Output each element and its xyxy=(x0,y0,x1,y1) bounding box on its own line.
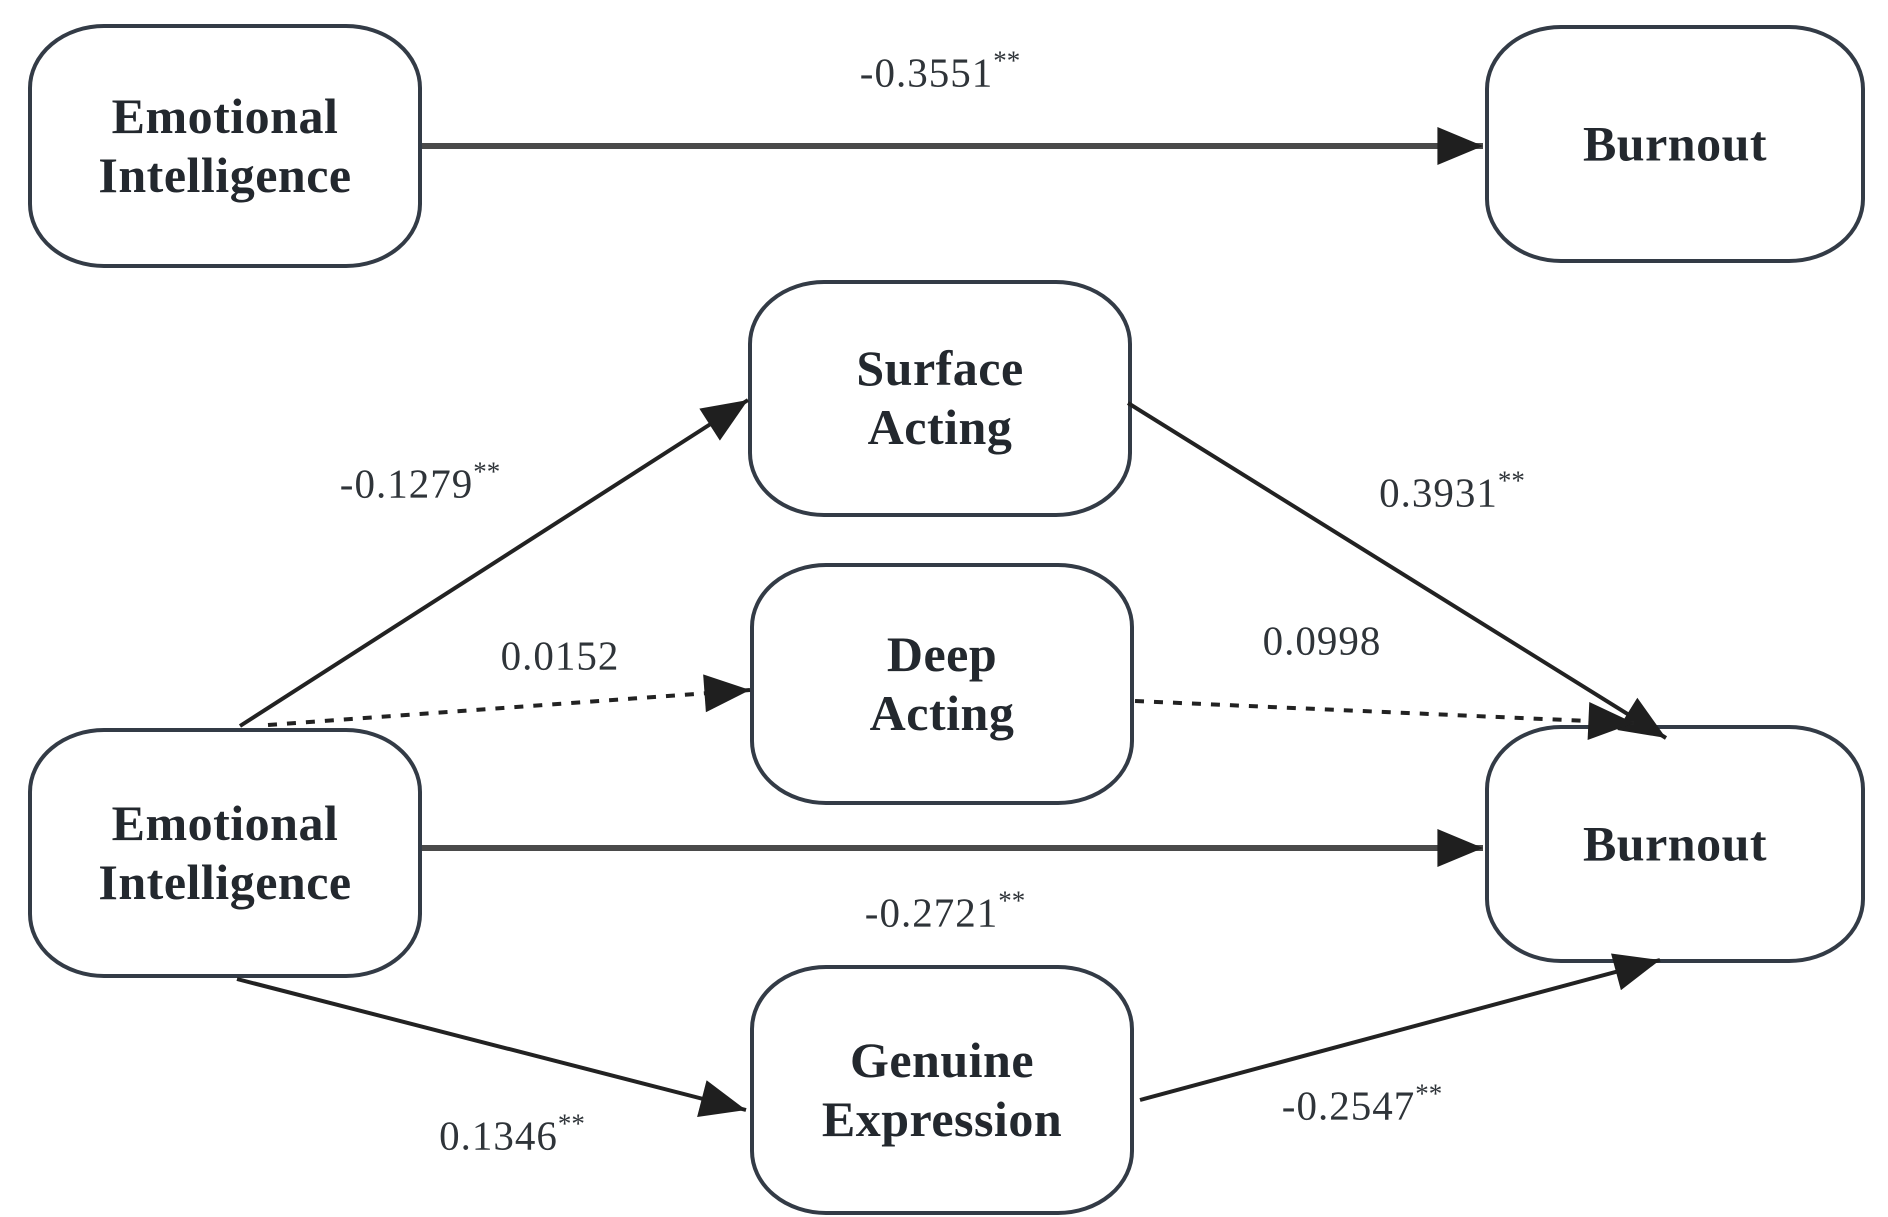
coef-genuine-burnout: -0.2547** xyxy=(1281,1078,1443,1130)
coef-ei-genuine-stars: ** xyxy=(557,1108,585,1139)
coef-ei-burnout-direct: -0.2721** xyxy=(864,885,1026,937)
path-deep-acting-to-burnout-dashed xyxy=(1134,699,1635,740)
coef-surface-burnout-value: 0.3931 xyxy=(1379,469,1498,516)
coef-surface-burnout: 0.3931** xyxy=(1379,465,1525,517)
node-label-ei-bottom: Emotional Intelligence xyxy=(98,795,352,910)
path-genuine-expression-to-burnout xyxy=(1139,953,1661,1102)
coef-ei-burnout-total-value: -0.3551 xyxy=(859,49,994,96)
path-surface-acting-to-burnout xyxy=(1126,401,1668,740)
node-box-genuine-expression xyxy=(750,965,1134,1215)
coef-genuine-burnout-value: -0.2547 xyxy=(1281,1082,1416,1129)
coef-deep-burnout: 0.0998 xyxy=(1263,616,1382,665)
node-label-deep-acting: Deep Acting xyxy=(869,626,1015,741)
node-box-surface-acting xyxy=(748,280,1132,517)
path-ei-to-genuine-expression xyxy=(236,977,747,1118)
coef-ei-burnout-total-stars: ** xyxy=(993,45,1021,76)
coef-ei-deep-value: 0.0152 xyxy=(500,632,620,679)
coef-ei-surface: -0.1279** xyxy=(339,456,501,508)
coef-ei-genuine-value: 0.1346 xyxy=(439,1112,558,1159)
node-label-ei-top: Emotional Intelligence xyxy=(98,88,352,203)
node-box-ei-top xyxy=(28,24,422,268)
node-label-burnout-top: Burnout xyxy=(1582,115,1768,172)
node-label-genuine-expression: Genuine Expression xyxy=(821,1032,1063,1147)
path-ei-to-surface-acting xyxy=(238,398,750,728)
coef-ei-surface-value: -0.1279 xyxy=(339,460,474,507)
node-label-surface-acting: Surface Acting xyxy=(856,340,1024,455)
node-box-burnout-top xyxy=(1485,25,1865,263)
coef-deep-burnout-value: 0.0998 xyxy=(1262,617,1382,664)
path-ei-to-deep-acting-dashed xyxy=(267,674,751,727)
node-box-ei-bottom xyxy=(28,728,422,978)
coef-ei-deep: 0.0152 xyxy=(501,631,620,680)
coef-ei-genuine: 0.1346** xyxy=(439,1108,585,1160)
node-box-burnout-bottom xyxy=(1485,725,1865,963)
node-label-burnout-bottom: Burnout xyxy=(1582,815,1768,872)
coef-ei-burnout-direct-value: -0.2721 xyxy=(864,889,999,936)
coef-ei-burnout-direct-stars: ** xyxy=(998,885,1026,916)
coef-surface-burnout-stars: ** xyxy=(1497,465,1525,496)
coef-ei-burnout-total: -0.3551** xyxy=(859,45,1021,97)
coef-ei-surface-stars: ** xyxy=(473,456,501,487)
coef-genuine-burnout-stars: ** xyxy=(1415,1078,1443,1109)
node-box-deep-acting xyxy=(750,563,1134,805)
